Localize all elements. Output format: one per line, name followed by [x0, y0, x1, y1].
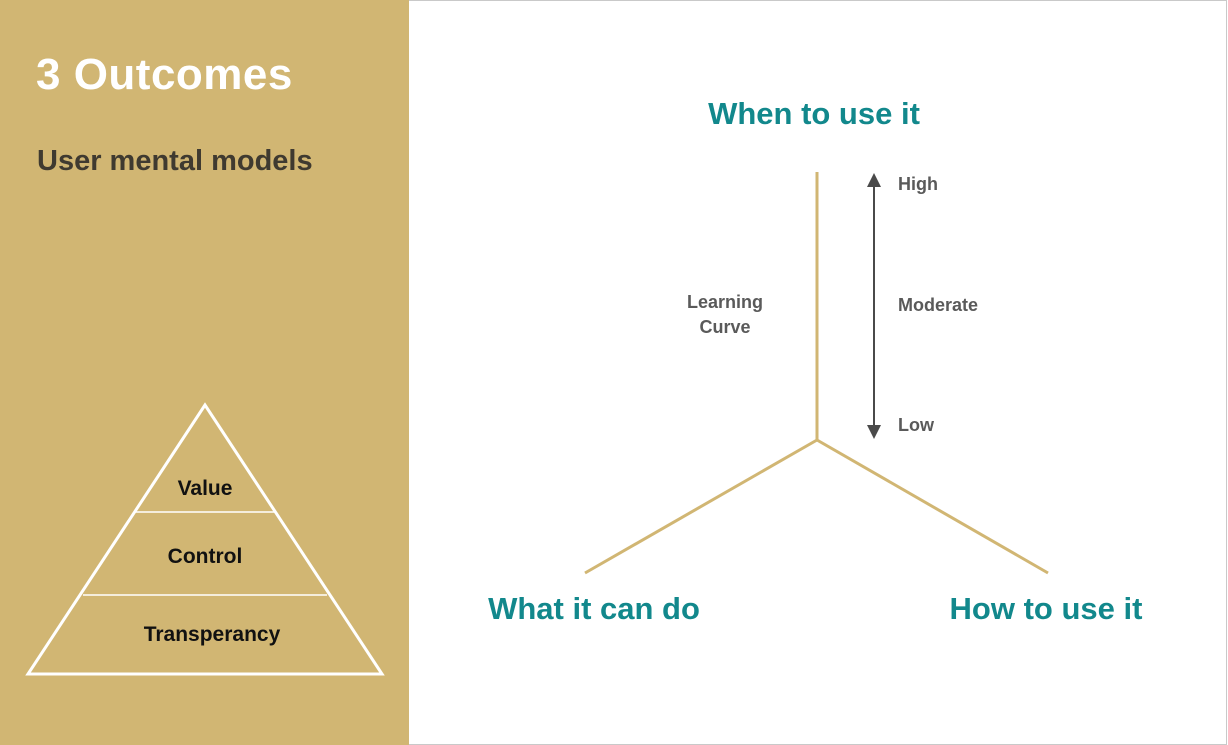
sidebar-panel	[0, 0, 409, 745]
scale-high: High	[898, 174, 938, 194]
axis-right	[816, 438, 1049, 575]
page-subtitle: User mental models	[37, 145, 313, 177]
label-how-to-use: How to use it	[950, 591, 1143, 626]
pyramid-layer-transparency: Transperancy	[144, 623, 281, 646]
label-what-it-can-do: What it can do	[488, 591, 700, 626]
axis-left	[584, 438, 818, 575]
pyramid-layer-control: Control	[168, 545, 243, 568]
page-title: 3 Outcomes	[36, 50, 293, 99]
pyramid-outline	[25, 402, 385, 676]
scale-moderate: Moderate	[898, 295, 978, 315]
label-learning: Learning	[687, 292, 763, 312]
label-curve: Curve	[699, 317, 750, 337]
label-when-to-use: When to use it	[708, 96, 920, 131]
pyramid-diagram: Value Control Transperancy	[25, 402, 385, 676]
scale-low: Low	[898, 415, 935, 435]
pyramid-layer-value: Value	[178, 477, 233, 500]
